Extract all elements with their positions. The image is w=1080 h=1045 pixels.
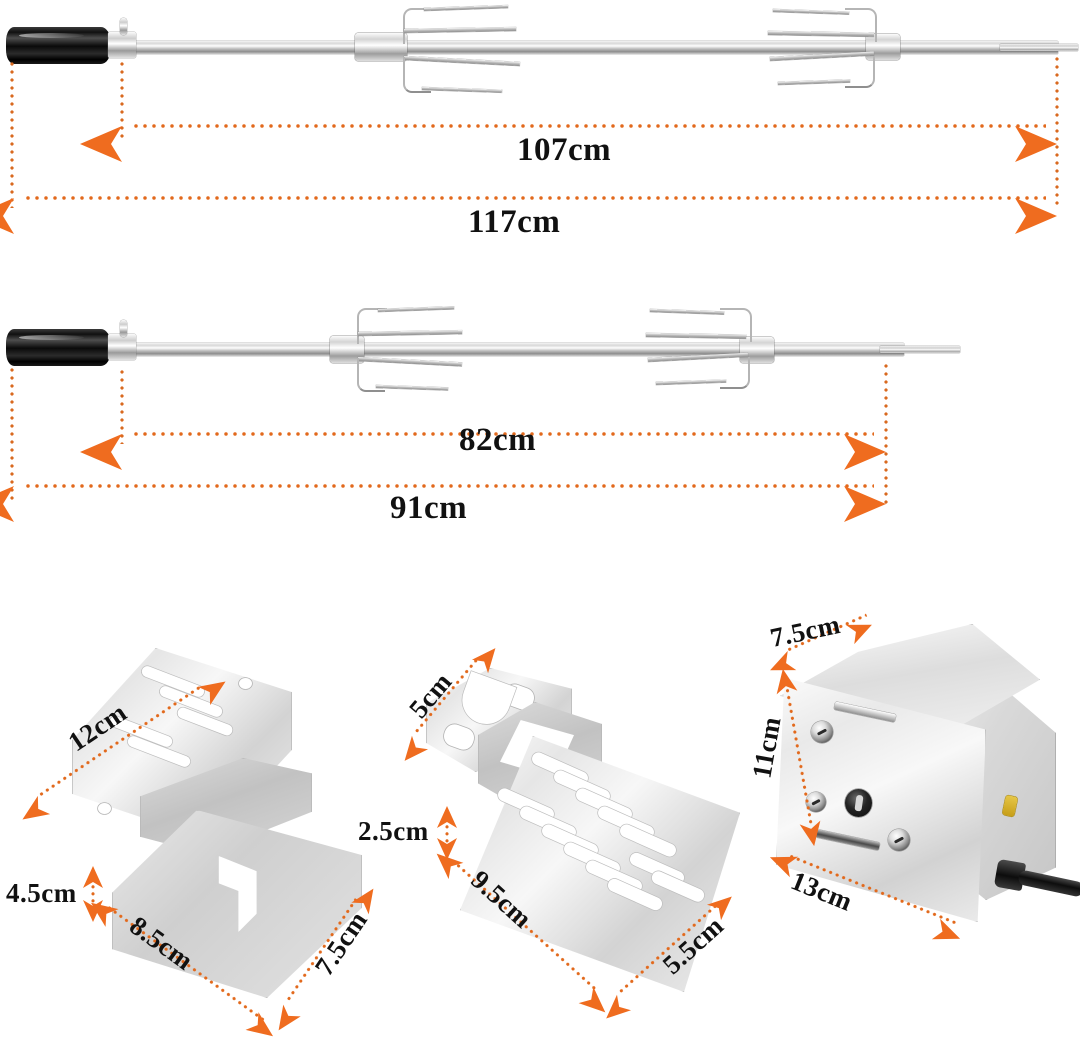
dimension-label-117: 117cm: [468, 204, 561, 240]
bracket1-hole-2: [98, 803, 111, 814]
spit2-handle-ferrule: [108, 334, 136, 360]
rotisserie-motor: 7.5cm 11cm 13cm: [740, 600, 1080, 1005]
arrow-b1-12-start: [16, 795, 51, 829]
spit-rod: [118, 41, 1058, 54]
witness-line-spit2-left-inner: [120, 370, 124, 444]
motor-screw-bottom-right: [888, 829, 910, 851]
arrow-b1-45-top: [83, 866, 103, 888]
spit-fork-wire-2: [845, 8, 877, 42]
arrow-b1-85-start: [84, 894, 119, 927]
arrow-right-91: [844, 486, 886, 522]
spit-fork-prong-1d: [421, 87, 503, 93]
spit2-fork-prong-1d: [375, 385, 449, 391]
spit2-fork-prong-1a: [377, 306, 455, 312]
spit2-rod: [118, 343, 904, 356]
rotisserie-spit-small: [0, 290, 1080, 392]
arrow-left-107: [80, 126, 122, 162]
arrow-b2-25-bottom: [437, 838, 457, 860]
arrow-m-75-start: [766, 650, 797, 680]
witness-line-spit2-left-outer: [10, 368, 14, 504]
arrow-m-13-start: [766, 847, 799, 878]
spit2-handle: [6, 329, 111, 366]
spit-fork-prong-2b: [767, 31, 875, 37]
dimension-label-m-11: 11cm: [746, 714, 787, 781]
arrow-b2-5-end: [471, 641, 504, 674]
spit2-fork-prong-1b: [357, 330, 463, 336]
spit-handle-ferrule: [108, 32, 136, 58]
arrow-b2-55-end: [706, 889, 739, 921]
spit-fork-collar-1: [355, 33, 407, 61]
spit2-fork-prong-2d: [655, 379, 727, 385]
spit-fork-wire-2b: [845, 56, 875, 88]
arrow-m-75-end: [845, 615, 876, 645]
arrow-b2-95-start: [429, 845, 464, 880]
dimension-line-82: [134, 432, 874, 436]
arrow-b1-12-end: [197, 672, 232, 706]
motor-mounting-bracket: 12cm 4.5cm 8.5cm 7.5cm: [6, 630, 374, 1037]
motor-screw-top-left: [811, 721, 833, 743]
arrow-right-82: [844, 434, 886, 470]
spit-fork-prong-1a: [423, 5, 509, 11]
spit-rod-tip: [1000, 44, 1078, 51]
spit2-handle-clip: [120, 320, 127, 337]
spit-handle-clip: [120, 18, 127, 35]
spit2-rod-tip: [880, 346, 960, 353]
arrow-b2-5-start: [397, 735, 429, 768]
arrow-m-11-top: [772, 667, 798, 695]
bracket1-hole-1: [239, 678, 252, 689]
arrow-b2-25-top: [437, 806, 457, 828]
dimension-line-117: [26, 196, 1046, 200]
dimension-label-b1-45: 4.5cm: [6, 878, 77, 908]
spit2-fork-prong-2a: [649, 309, 725, 315]
dimension-label-b2-25: 2.5cm: [358, 816, 429, 846]
spit2-fork-wire-1b: [357, 358, 385, 392]
witness-line-spit1-left-outer: [10, 62, 14, 208]
motor-screw-mid-left: [806, 792, 826, 812]
arrow-m-13-end: [931, 918, 964, 949]
spit-fork-prong-2a: [772, 9, 850, 15]
dimension-label-107: 107cm: [517, 132, 612, 168]
arrow-left-91: [0, 486, 14, 522]
spit2-fork-wire-2: [720, 308, 752, 342]
arrow-b2-95-end: [578, 986, 613, 1021]
dimension-label-91: 91cm: [390, 490, 468, 526]
dimension-line-91: [26, 484, 874, 488]
dimension-label-m-75: 7.5cm: [767, 608, 843, 654]
spit-fork-prong-1b: [403, 27, 517, 33]
dimension-line-107: [134, 124, 1046, 128]
spit2-fork-wire-1: [357, 308, 387, 344]
spit-fork-prong-2d: [777, 79, 851, 85]
arrow-left-82: [80, 434, 122, 470]
arrow-b1-75-end: [351, 883, 382, 915]
dimension-label-82: 82cm: [459, 422, 537, 458]
rotisserie-spit-large: [0, 0, 1080, 100]
arrow-m-11-bottom: [799, 820, 825, 848]
motor-power-cable: [1017, 869, 1080, 898]
spit-fork-wire-1b: [403, 57, 431, 93]
spit-support-bracket: 5cm 2.5cm 9.5cm 5.5cm: [358, 640, 740, 1019]
diagram-canvas: 107cm 117cm: [0, 0, 1080, 1008]
spit2-fork-wire-2b: [720, 357, 750, 389]
arrow-right-107: [1015, 126, 1057, 162]
arrow-left-117: [0, 198, 14, 234]
arrow-right-117: [1015, 198, 1057, 234]
motor-shaft-hole: [845, 789, 872, 817]
spit-handle: [6, 27, 111, 64]
spit-fork-wire-1: [403, 8, 433, 44]
spit2-fork-prong-2b: [645, 333, 747, 339]
